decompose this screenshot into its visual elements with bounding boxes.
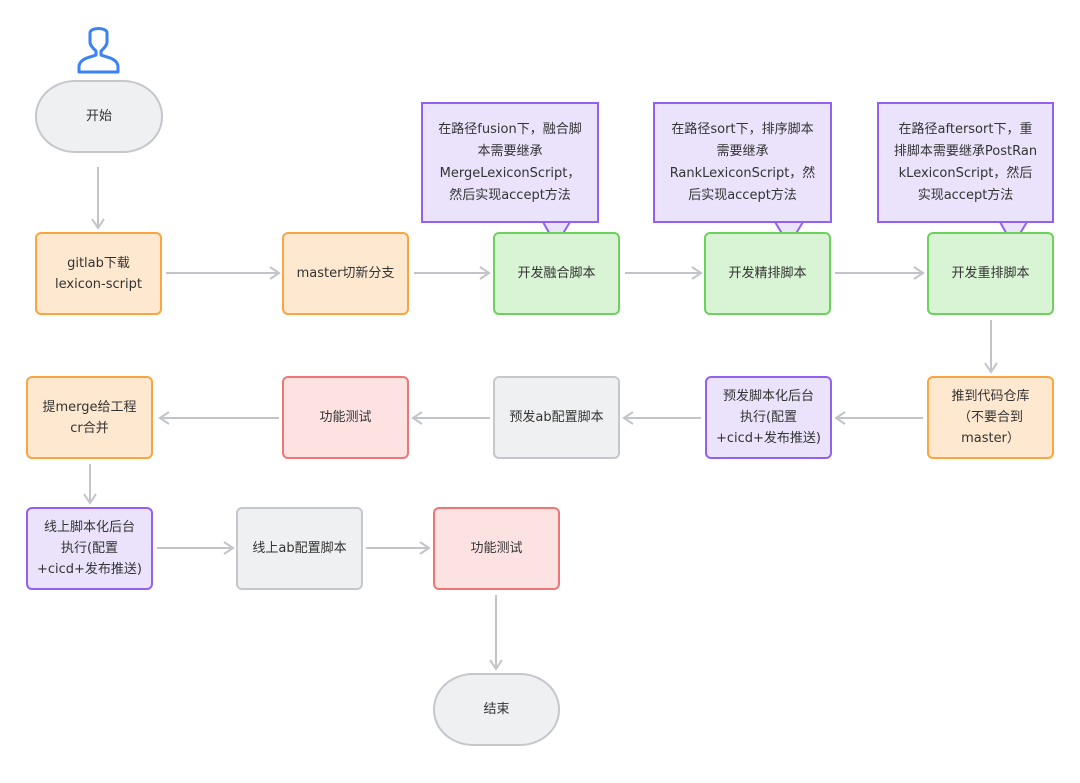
rank-script-node[interactable]: 开发精排脚本 — [704, 232, 831, 315]
start-node[interactable]: 开始 — [35, 80, 163, 153]
online-exec-node[interactable]: 线上脚本化后台 执行(配置 +cicd+发布推送) — [26, 507, 153, 590]
master-branch-node[interactable]: master切新分支 — [282, 232, 409, 315]
pre-exec-label: 预发脚本化后台 执行(配置 +cicd+发布推送) — [715, 389, 822, 446]
pre-ab-config-label: 预发ab配置脚本 — [509, 410, 604, 425]
master-branch-label: master切新分支 — [296, 266, 395, 281]
merge-request-label: 提merge给工程 cr合并 — [42, 399, 137, 436]
function-test-label-1: 功能测试 — [319, 410, 372, 425]
fusion-script-node[interactable]: 开发融合脚本 — [493, 232, 620, 315]
push-repo-label: 推到代码仓库 （不要合到 master） — [951, 389, 1030, 446]
merge-request-node[interactable]: 提merge给工程 cr合并 — [26, 376, 153, 459]
gitlab-download-node[interactable]: gitlab下载 lexicon-script — [35, 232, 162, 315]
rerank-script-label: 开发重排脚本 — [951, 266, 1030, 281]
online-ab-config-label: 线上ab配置脚本 — [252, 541, 347, 556]
online-exec-label: 线上脚本化后台 执行(配置 +cicd+发布推送) — [36, 520, 143, 577]
note-rerank: 在路径aftersort下，重 排脚本需要继承PostRan kLexiconS… — [877, 102, 1054, 223]
note-fusion: 在路径fusion下，融合脚 本需要继承 MergeLexiconScript，… — [421, 102, 599, 223]
start-label: 开始 — [85, 109, 112, 124]
pre-exec-node[interactable]: 预发脚本化后台 执行(配置 +cicd+发布推送) — [705, 376, 832, 459]
online-ab-config-node[interactable]: 线上ab配置脚本 — [236, 507, 363, 590]
function-test-node-2[interactable]: 功能测试 — [433, 507, 560, 590]
note-fusion-text: 在路径fusion下，融合脚 本需要继承 MergeLexiconScript，… — [438, 121, 582, 203]
function-test-node-1[interactable]: 功能测试 — [282, 376, 409, 459]
gitlab-download-label: gitlab下载 lexicon-script — [55, 255, 142, 292]
note-rank: 在路径sort下，排序脚本 需要继承 RankLexiconScript，然 后… — [653, 102, 832, 223]
pre-ab-config-node[interactable]: 预发ab配置脚本 — [493, 376, 620, 459]
end-node[interactable]: 结束 — [433, 673, 560, 746]
rank-script-label: 开发精排脚本 — [728, 266, 807, 281]
push-repo-node[interactable]: 推到代码仓库 （不要合到 master） — [927, 376, 1054, 459]
user-icon — [77, 27, 120, 74]
function-test-label-2: 功能测试 — [470, 541, 523, 556]
rerank-script-node[interactable]: 开发重排脚本 — [927, 232, 1054, 315]
end-label: 结束 — [483, 702, 510, 717]
note-rerank-text: 在路径aftersort下，重 排脚本需要继承PostRan kLexiconS… — [893, 121, 1038, 203]
note-rank-text: 在路径sort下，排序脚本 需要继承 RankLexiconScript，然 后… — [669, 121, 816, 203]
connectors — [83, 167, 998, 671]
fusion-script-label: 开发融合脚本 — [517, 266, 596, 281]
